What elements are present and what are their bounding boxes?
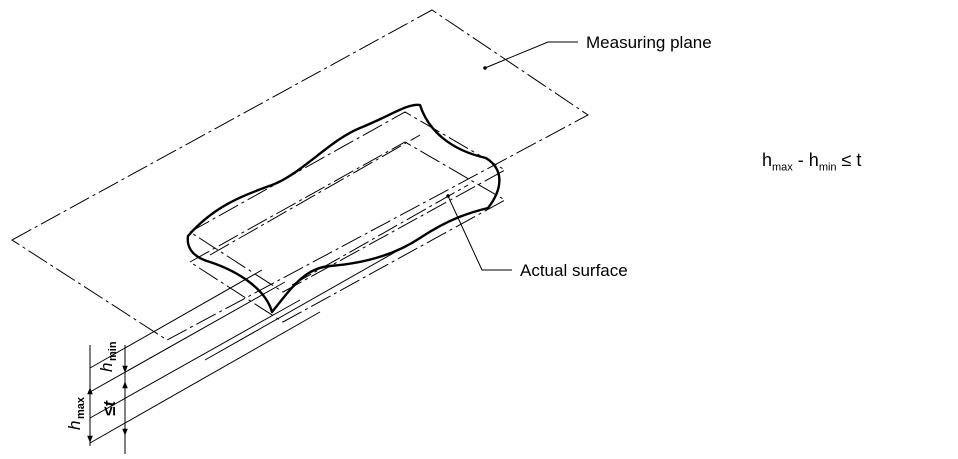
extension-line-1	[89, 281, 286, 393]
actual-surface-outline	[186, 103, 501, 314]
formula-h-min: h	[808, 150, 819, 170]
surface-centerline	[209, 134, 421, 256]
svg-text:h: h	[65, 421, 84, 430]
svg-text:min: min	[107, 341, 119, 361]
flatness-formula: hmax - hmin ≤ t	[762, 150, 861, 174]
formula-h-max: h	[762, 150, 773, 170]
formula-relation: ≤ t	[836, 150, 862, 170]
tolerance-zone-lower	[189, 141, 507, 323]
extension-line-4	[89, 269, 263, 369]
h-max-label: h max	[65, 396, 87, 430]
formula-sub-min: min	[818, 161, 837, 174]
surface-edge-line	[291, 184, 469, 286]
measuring-plane-label: Measuring plane	[586, 33, 712, 52]
svg-text:h: h	[97, 363, 116, 372]
actual-surface-leader	[447, 195, 512, 271]
extension-line-2	[89, 299, 301, 419]
formula-sub-max: max	[772, 161, 793, 174]
extension-line-3	[89, 311, 321, 444]
le-t-label: ≤t	[100, 400, 119, 416]
formula-minus: -	[792, 150, 809, 170]
extension-line-5	[204, 237, 421, 361]
actual-surface-label: Actual surface	[520, 261, 628, 280]
measuring-plane-leader	[484, 41, 578, 69]
measuring-plane-outline	[11, 9, 589, 341]
svg-text:≤t: ≤t	[100, 400, 119, 416]
h-min-label: h min	[97, 341, 119, 372]
svg-text:max: max	[75, 396, 87, 419]
